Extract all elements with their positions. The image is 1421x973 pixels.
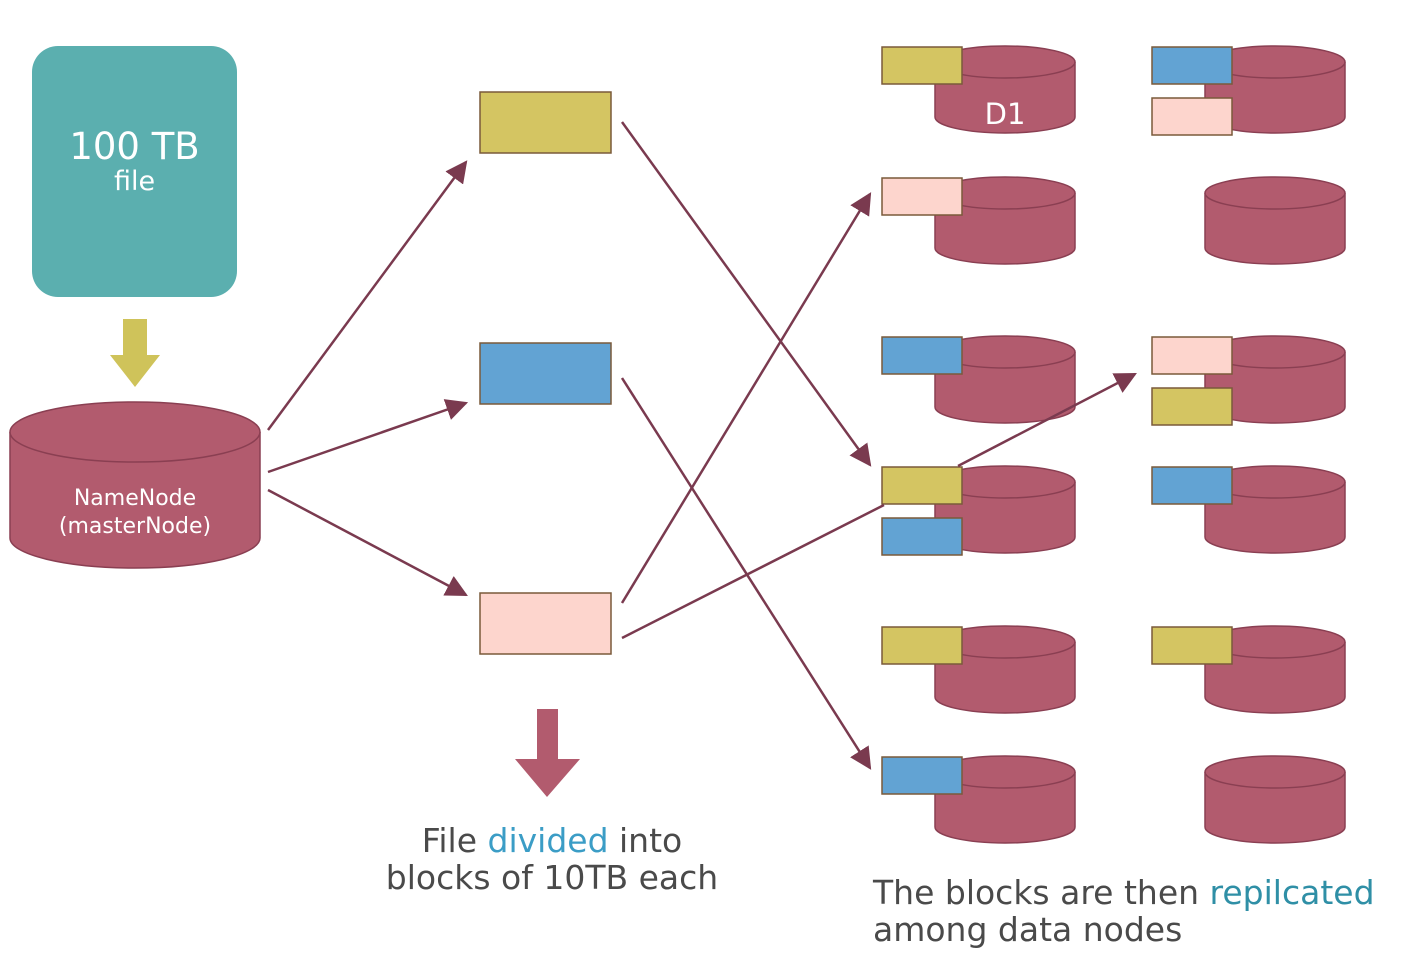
data-node-body (1204, 642, 1346, 714)
data-node-right-6 (1204, 755, 1346, 844)
arrow-namenode-to-blue (267, 399, 469, 474)
namenode-cylinder (9, 401, 261, 569)
data-node-label: D1 (984, 97, 1026, 131)
replica-block-yellow (1151, 626, 1233, 665)
replica-block-yellow (1151, 387, 1233, 426)
arrow-pink-to-node-top (620, 192, 872, 604)
replica-block-pink (881, 177, 963, 216)
replica-block-blue (881, 756, 963, 795)
data-node-body (1204, 193, 1346, 265)
data-node-body (1204, 772, 1346, 844)
namenode-line2: (masterNode) (58, 514, 212, 539)
data-node-right-4 (1151, 465, 1346, 554)
replica-block-blue (1151, 46, 1233, 85)
replica-block-yellow (881, 626, 963, 665)
data-node-body (934, 352, 1076, 424)
data-nodes (881, 45, 1346, 844)
replica-block-pink (1151, 336, 1233, 375)
data-node-cap (1204, 176, 1346, 210)
arrow-node-replicate (957, 372, 1137, 468)
caption-right-line2: among data nodes (873, 910, 1183, 949)
data-node-left-2 (881, 176, 1076, 265)
caption-right-before: The blocks are then (873, 873, 1210, 912)
namenode-label: NameNode (masterNode) (10, 485, 260, 541)
caption-divided: File divided into blocks of 10TB each (372, 822, 732, 896)
block-blue (479, 342, 612, 405)
replica-block-blue (1151, 466, 1233, 505)
block-yellow (479, 91, 612, 154)
caption-replicated: The blocks are then repilcated among dat… (873, 874, 1375, 948)
data-node-left-4 (881, 465, 1076, 556)
file-to-namenode-arrow (110, 319, 160, 387)
replica-block-blue (881, 336, 963, 375)
file-size: 100 TB (69, 124, 200, 168)
divided-down-arrow (515, 709, 580, 797)
caption-left-highlight: divided (487, 821, 609, 860)
data-node-body (934, 62, 1076, 134)
data-node-right-5 (1151, 625, 1346, 714)
replica-block-blue (881, 517, 963, 556)
caption-left-line2: blocks of 10TB each (385, 858, 719, 897)
namenode-line1: NameNode (73, 486, 197, 511)
data-node-body (934, 193, 1076, 265)
data-node-body (934, 772, 1076, 844)
data-node-body (1204, 482, 1346, 554)
data-node-right-2 (1204, 176, 1346, 265)
data-node-left-6 (881, 755, 1076, 844)
arrow-blue-to-node (620, 377, 872, 770)
data-node-right-3 (1151, 335, 1346, 426)
replica-block-pink (1151, 97, 1233, 136)
file-label: file (113, 165, 156, 197)
block-pink (479, 592, 612, 655)
data-node-cap (1204, 755, 1346, 789)
arrow-yellow-to-node (620, 121, 872, 467)
arrow-pink-to-node-mid (621, 503, 885, 640)
arrow-namenode-to-yellow (266, 160, 468, 431)
caption-right-highlight: repilcated (1209, 873, 1375, 912)
data-node-body (934, 642, 1076, 714)
caption-left-before: File (421, 821, 488, 860)
data-node-left-1 (881, 45, 1076, 134)
caption-left-after: into (608, 821, 683, 860)
data-node-left-5 (881, 625, 1076, 714)
arrow-namenode-to-pink (267, 488, 468, 597)
data-node-right-1 (1151, 45, 1346, 136)
replica-block-yellow (881, 466, 963, 505)
data-node-left-3 (881, 335, 1076, 424)
file-box: 100 TB file (32, 46, 237, 297)
replica-block-yellow (881, 46, 963, 85)
